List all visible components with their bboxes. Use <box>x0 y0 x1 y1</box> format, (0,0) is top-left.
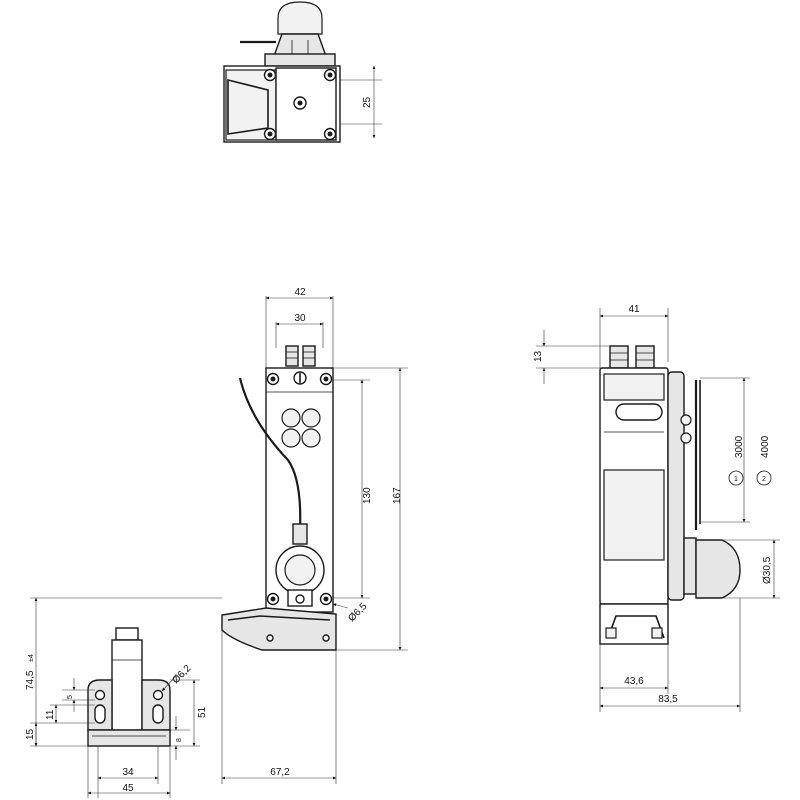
side-dim-cable-2: 4000 <box>760 435 771 458</box>
front-dim-bottom-width: 67,2 <box>270 767 290 778</box>
top-screws <box>263 68 337 141</box>
front-connectors <box>285 345 316 367</box>
side-dim-cable-1: 3000 <box>734 435 745 458</box>
actuator-dim-15: 15 <box>25 728 36 740</box>
actuator-holes <box>94 689 164 724</box>
side-dim-width-top: 41 <box>628 304 640 315</box>
front-dim-width-inner: 30 <box>294 313 306 324</box>
front-dim-height-outer: 167 <box>392 487 403 504</box>
side-lid <box>667 371 685 601</box>
actuator-dim-hole: Ø6,2 <box>170 663 193 686</box>
front-dim-height-inner: 130 <box>362 487 373 504</box>
side-dim-connector: 13 <box>533 350 544 362</box>
actuator-base <box>87 729 171 747</box>
actuator-dim-34: 34 <box>122 767 134 778</box>
top-view: 25 <box>223 1 382 143</box>
actuator-tongue-tip <box>115 627 139 641</box>
side-panel <box>603 469 665 561</box>
side-cable-marker-1: 1 <box>728 470 744 486</box>
side-marker-2-label: 2 <box>762 476 766 483</box>
side-knob-shaft <box>683 537 697 595</box>
top-knob <box>277 1 323 35</box>
actuator-dim-11: 11 <box>45 709 56 720</box>
actuator-dim-height-tol: ±4 <box>28 654 35 662</box>
side-marker-1-label: 1 <box>734 476 738 483</box>
actuator-tongue <box>111 639 143 731</box>
side-label-area <box>603 373 665 401</box>
front-view: 42 30 <box>221 287 408 784</box>
side-knob <box>695 539 741 599</box>
side-dim-base-2: 83,5 <box>658 694 678 705</box>
top-plate <box>264 53 336 67</box>
front-release-shaft <box>292 523 308 545</box>
actuator-dim-51: 51 <box>197 706 208 718</box>
actuator-dim-height: 74,5 <box>25 670 36 690</box>
front-cable <box>238 377 302 531</box>
front-dim-width-outer: 42 <box>294 287 306 298</box>
side-cable-marker-2: 2 <box>756 470 772 486</box>
top-dim-height: 25 <box>362 96 373 108</box>
actuator-dim-5: 5 <box>67 695 74 699</box>
top-knob-neck <box>273 33 327 57</box>
front-led-windows <box>281 408 321 448</box>
actuator-dim-45: 45 <box>122 783 134 794</box>
side-view: 41 13 1 3000 <box>533 304 780 712</box>
side-dim-knob: Ø30,5 <box>762 556 773 584</box>
front-dim-hole: Ø6,5 <box>346 601 369 624</box>
actuator-view: 74,5 ±4 5 11 15 Ø6,2 51 8 34 45 <box>25 597 222 798</box>
side-dim-base-1: 43,6 <box>624 676 644 687</box>
side-connectors <box>609 345 655 369</box>
side-slot <box>615 403 663 421</box>
front-actuator <box>221 607 337 651</box>
actuator-dim-8: 8 <box>176 738 183 742</box>
front-screws <box>266 372 333 606</box>
